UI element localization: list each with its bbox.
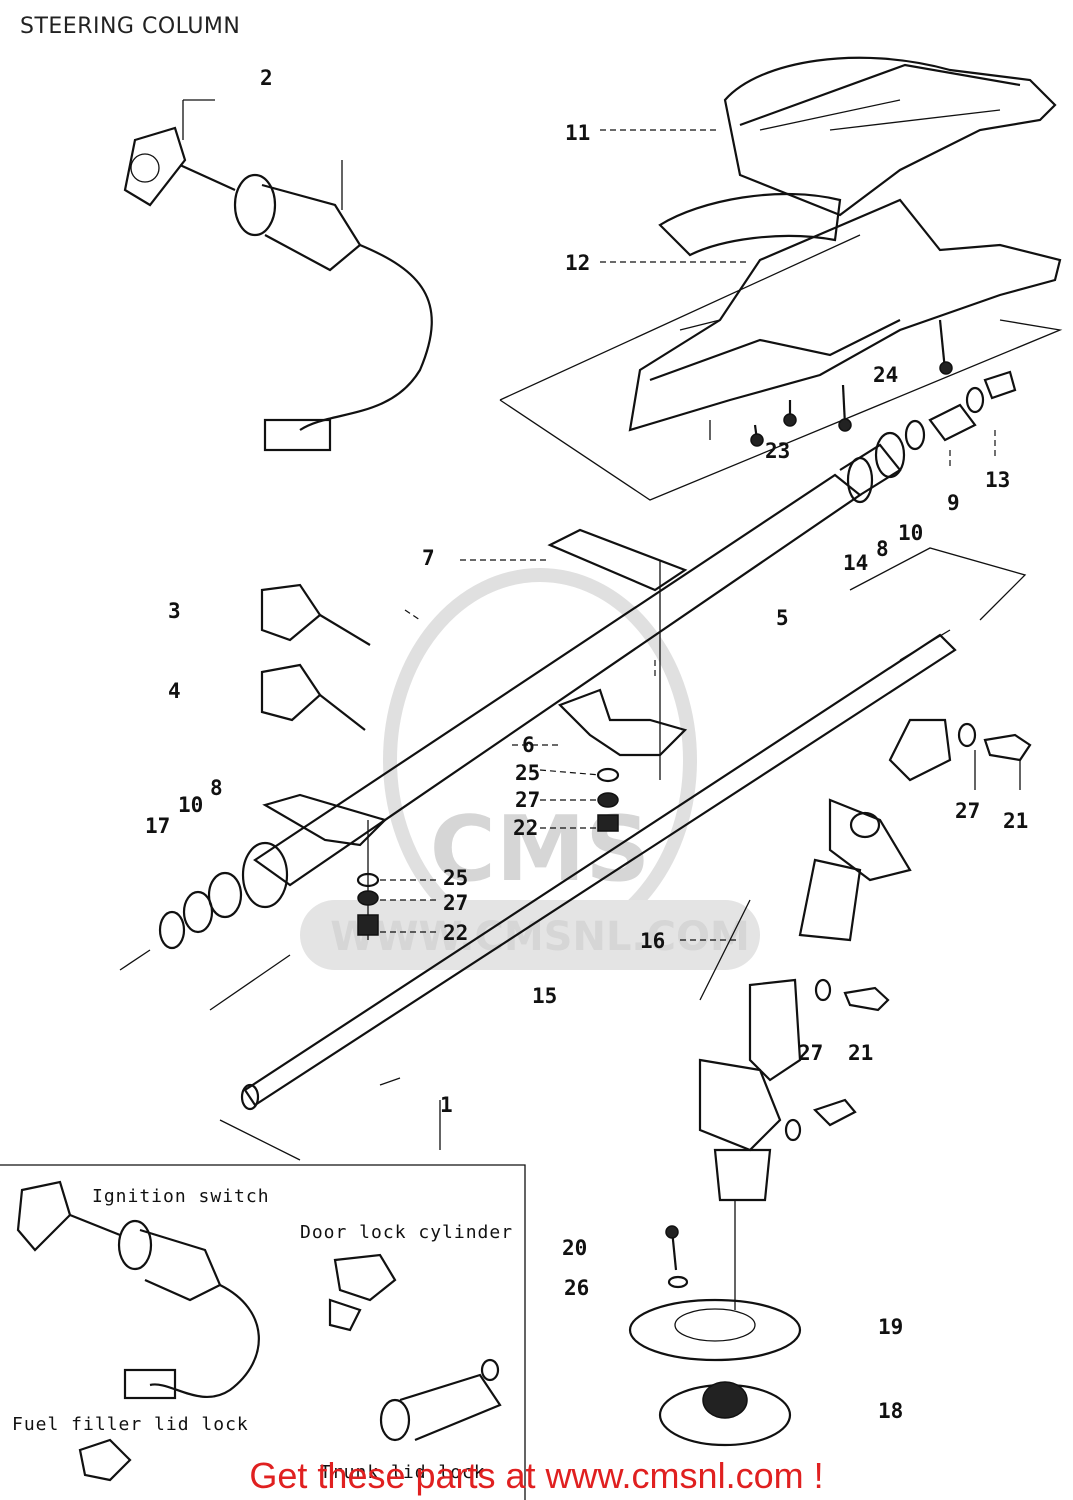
label-fuel-filler-lid-lock: Fuel filler lid lock xyxy=(12,1414,249,1435)
boot-plates xyxy=(628,1225,802,1447)
universal-joint-upper xyxy=(798,718,952,942)
steering-shaft xyxy=(240,629,957,1111)
label-trunk-lid-lock: Trunk lid lock xyxy=(320,1462,486,1483)
joint-bolts xyxy=(784,722,1032,1142)
lower-bushing-set xyxy=(158,871,243,950)
lower-column-cover xyxy=(628,198,1062,440)
callout-3: 3 xyxy=(168,599,181,623)
callout-16: 16 xyxy=(640,929,665,953)
callout-17: 17 xyxy=(145,814,170,838)
label-door-lock-cylinder: Door lock cylinder xyxy=(300,1222,513,1243)
callout-12: 12 xyxy=(565,251,590,275)
keys xyxy=(260,583,371,731)
callout-26: 26 xyxy=(564,1276,589,1300)
label-ignition-switch: Ignition switch xyxy=(92,1186,270,1207)
key-set-inset xyxy=(0,1164,526,1500)
footer-link[interactable]: Get these parts at www.cmsnl.com ! xyxy=(249,1455,824,1496)
callout-22a: 22 xyxy=(513,816,538,840)
callout-19: 19 xyxy=(878,1315,903,1339)
callout-25a: 25 xyxy=(515,761,540,785)
callout-24: 24 xyxy=(873,363,898,387)
callout-8b: 8 xyxy=(210,776,223,800)
callout-6: 6 xyxy=(522,733,535,757)
callout-7: 7 xyxy=(422,546,435,570)
callout-20: 20 xyxy=(562,1236,587,1260)
callout-27d: 27 xyxy=(798,1041,823,1065)
cover-screws xyxy=(750,319,953,447)
callout-14: 14 xyxy=(843,551,868,575)
bracket-lower xyxy=(558,688,688,757)
callout-22b: 22 xyxy=(443,921,468,945)
callout-27b: 27 xyxy=(515,788,540,812)
callout-10a: 10 xyxy=(898,521,923,545)
callout-15: 15 xyxy=(532,984,557,1008)
callout-10b: 10 xyxy=(178,793,203,817)
callout-23: 23 xyxy=(765,439,790,463)
callout-5: 5 xyxy=(776,606,789,630)
leader-lines xyxy=(119,129,1027,1161)
callout-8a: 8 xyxy=(876,537,889,561)
callout-9: 9 xyxy=(947,491,960,515)
mounting-nuts xyxy=(356,767,620,936)
universal-joint-lower xyxy=(698,978,802,1310)
callout-2: 2 xyxy=(260,66,273,90)
callout-21b: 21 xyxy=(848,1041,873,1065)
callout-1: 1 xyxy=(440,1093,453,1117)
callout-27c: 27 xyxy=(443,891,468,915)
upper-column-cover xyxy=(658,56,1057,257)
bracket-upper xyxy=(547,528,688,780)
callout-25b: 25 xyxy=(443,866,468,890)
column-top-hardware xyxy=(846,370,1017,504)
ignition-switch-part xyxy=(123,99,433,452)
callout-4: 4 xyxy=(168,679,181,703)
callout-27a: 27 xyxy=(955,799,980,823)
cover-outline xyxy=(499,234,1063,501)
page-title: STEERING COLUMN xyxy=(20,14,241,39)
callout-11: 11 xyxy=(565,121,590,145)
callout-21a: 21 xyxy=(1003,809,1028,833)
watermark-url: WWW.CMSNL.COM xyxy=(330,914,750,960)
callout-18: 18 xyxy=(878,1399,903,1423)
callout-13: 13 xyxy=(985,468,1010,492)
